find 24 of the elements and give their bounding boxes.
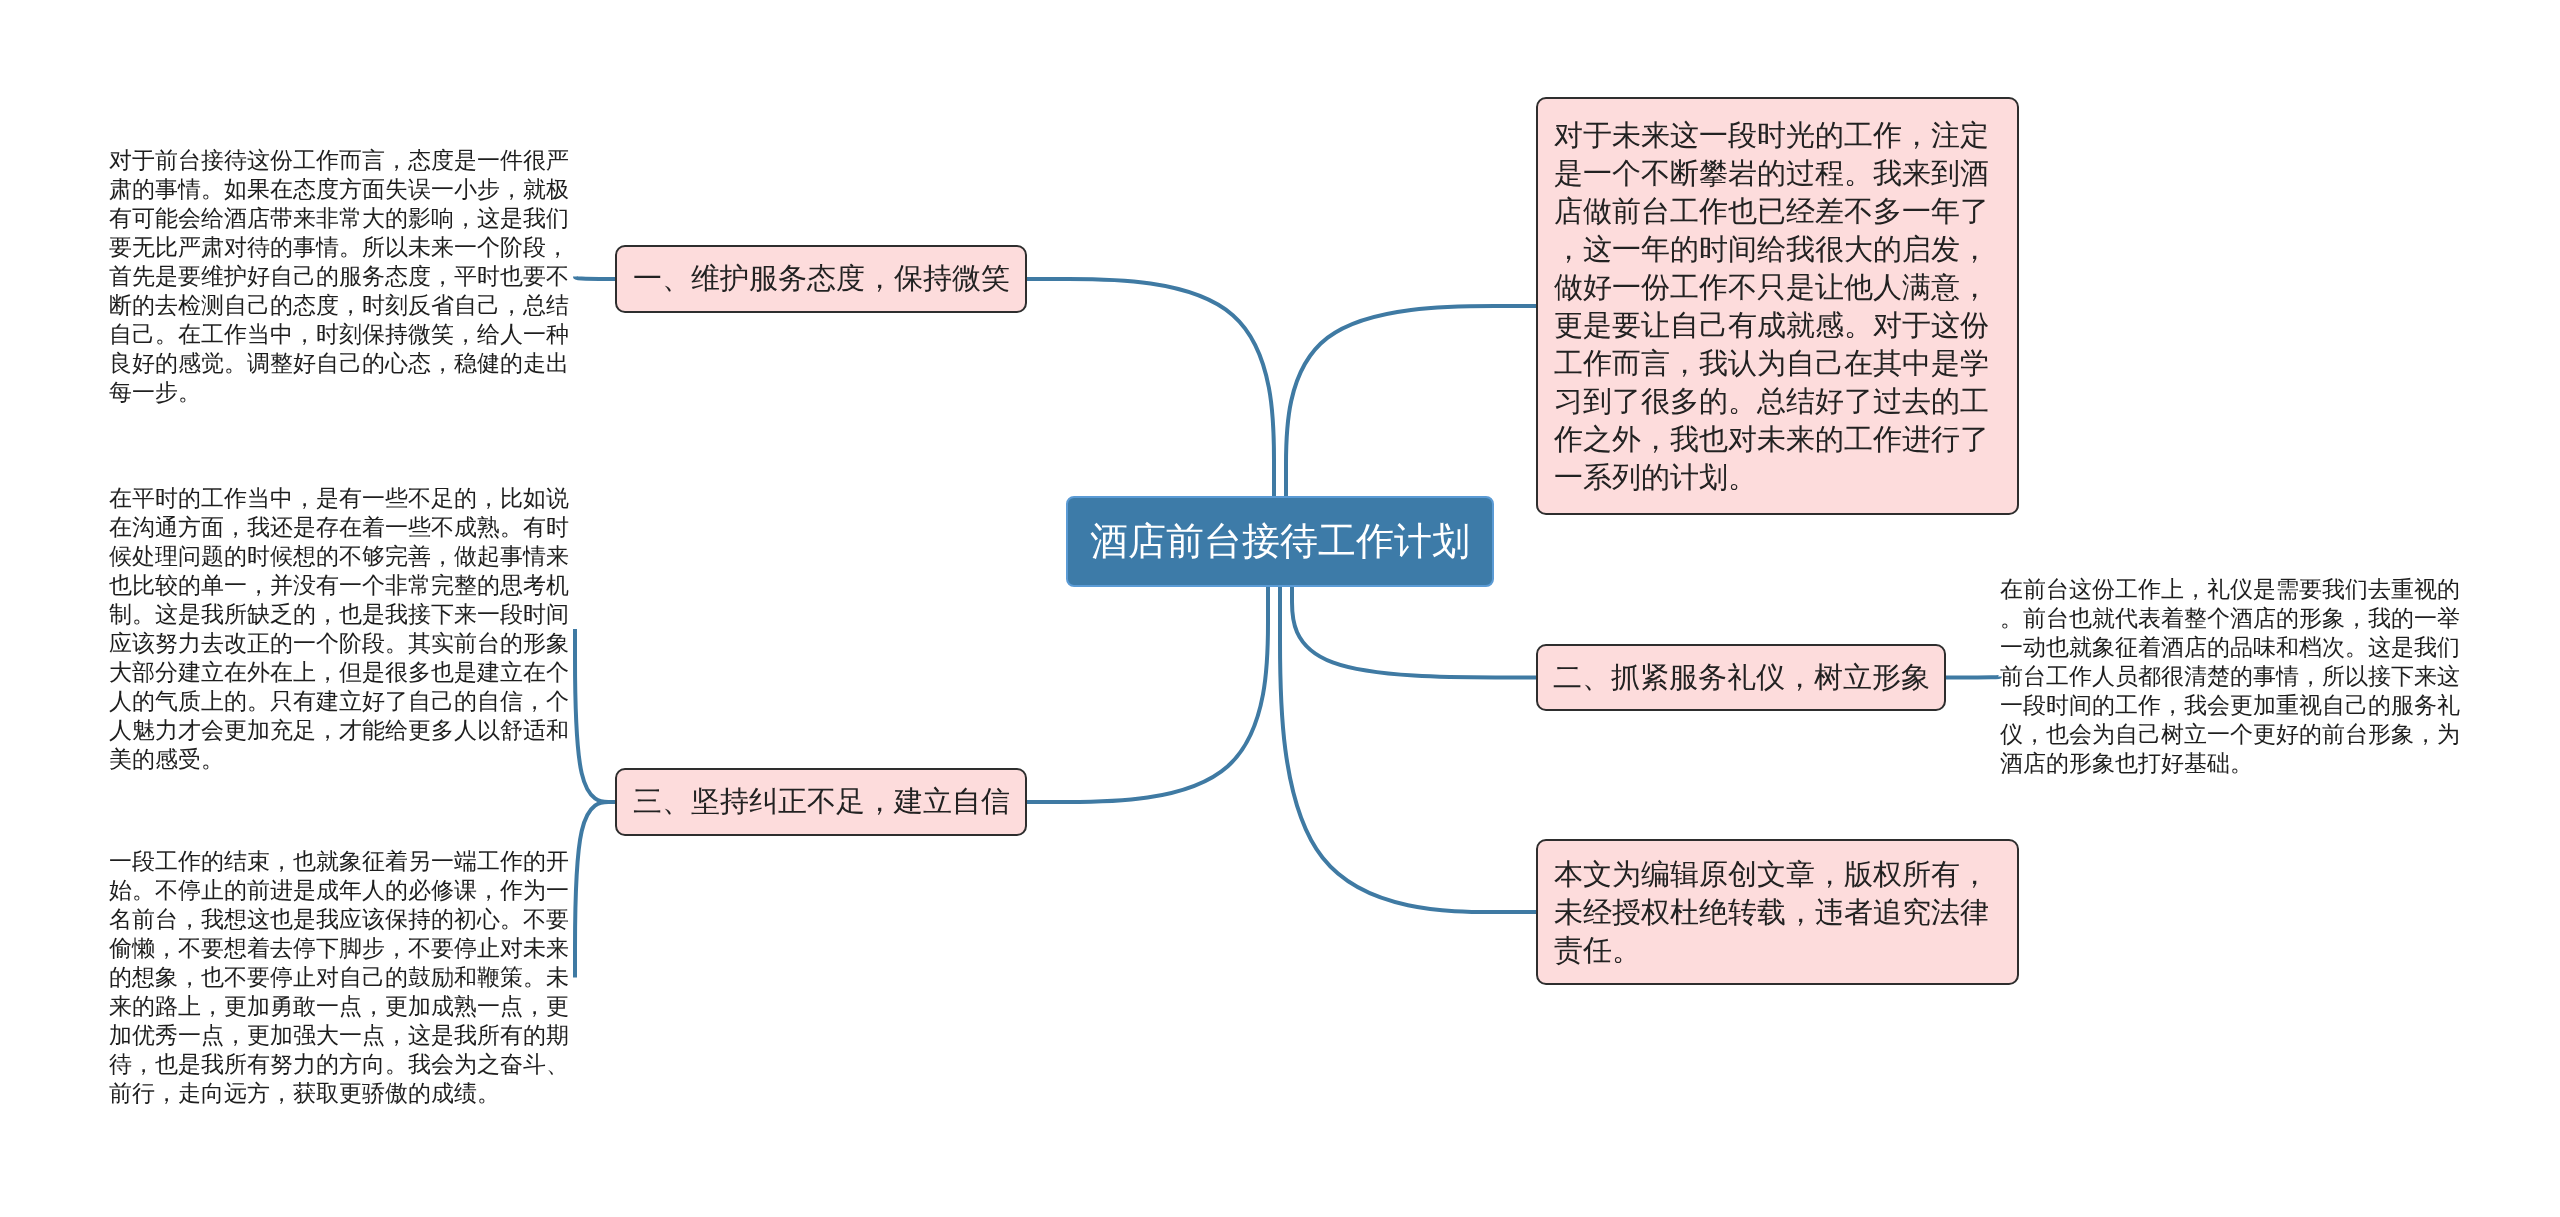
note-text: 在平时的工作当中，是有一些不足的，比如说在沟通方面，我还是存在着一些不成熟。有时候处理问题的时候想的不够完善，做起事情来也比较的单一，并没有一个非常完整的思考机制。这是我所缺乏的，也是我接下来一段时间应该努力去改正的一个阶段。其实前台的形象大部分建立在外在上，但是很多也是建立在个人的气质上的。只有建立好了自己的自信，个人魅力才会更加充足，才能给更多人以舒适和美的感受。 [109,484,575,774]
note-text: 一段工作的结束，也就象征着另一端工作的开始。不停止的前进是成年人的必修课，作为一名前台，我想这也是我应该保持的初心。不要偷懒，不要想着去停下脚步，不要停止对未来的想象，也不要停止对自己的鼓励和鞭策。未来的路上，更加勇敢一点，更加成熟一点，更加优秀一点，更加强大一点，这是我所有的期待，也是我所有努力的方向。我会为之奋斗、前行，走向远方，获取更骄傲的成绩。 [109,847,575,1108]
note-text: 对于前台接待这份工作而言，态度是一件很严肃的事情。如果在态度方面失误一小步，就极有可能会给酒店带来非常大的影响，这是我们要无比严肃对待的事情。所以未来一个阶段，首先是要维护好自己的服务态度，平时也要不断的去检测自己的态度，时刻反省自己，总结自己。在工作当中，时刻保持微笑，给人一种良好的感觉。调整好自己的心态，稳健的走出每一步。 [109,146,575,407]
topic-box [615,245,1027,313]
topic-text: 对于未来这一段时光的工作，注定是一个不断攀岩的过程。我来到酒店做前台工作也已经差不多一年了，这一年的时间给我很大的启发，做好一份工作不只是让他人满意，更是要让自己有成就感。对于这份工作而言，我认为自己在其中是学习到了很多的。总结好了过去的工作之外，我也对未来的工作进行了一系列的计划。 [1554,117,1990,496]
topic-text: 本文为编辑原创文章，版权所有，未经授权杜绝转载，违者追究法律责任。 [1554,856,1990,969]
topic-box [1536,644,1946,711]
connector-line [1027,277,1276,496]
topic-box [615,768,1027,836]
connector-line [1290,587,1536,680]
connector-line [1946,674,2002,680]
connector-line [573,800,615,978]
topic-label: 一、维护服务态度，保持微笑 [632,261,1010,297]
central-topic-box [1066,496,1494,587]
connector-line [1278,587,1536,914]
connector-line [1027,587,1270,804]
topic-label: 二、抓紧服务礼仪，树立形象 [1552,659,1930,696]
central-topic-label: 酒店前台接待工作计划 [1090,518,1470,565]
connector-line [573,274,615,281]
topic-box [1536,839,2019,985]
topic-box [1536,97,2019,515]
topic-label: 三、坚持纠正不足，建立自信 [632,784,1010,820]
connector-line [1284,304,1536,496]
note-text: 在前台这份工作上，礼仪是需要我们去重视的。前台也就代表着整个酒店的形象，我的一举一动也就象征着酒店的品味和档次。这是我们前台工作人员都很清楚的事情，所以接下来这一段时间的工作，我会更加重视自己的服务礼仪，也会为自己树立一个更好的前台形象，为酒店的形象也打好基础。 [2000,575,2466,778]
